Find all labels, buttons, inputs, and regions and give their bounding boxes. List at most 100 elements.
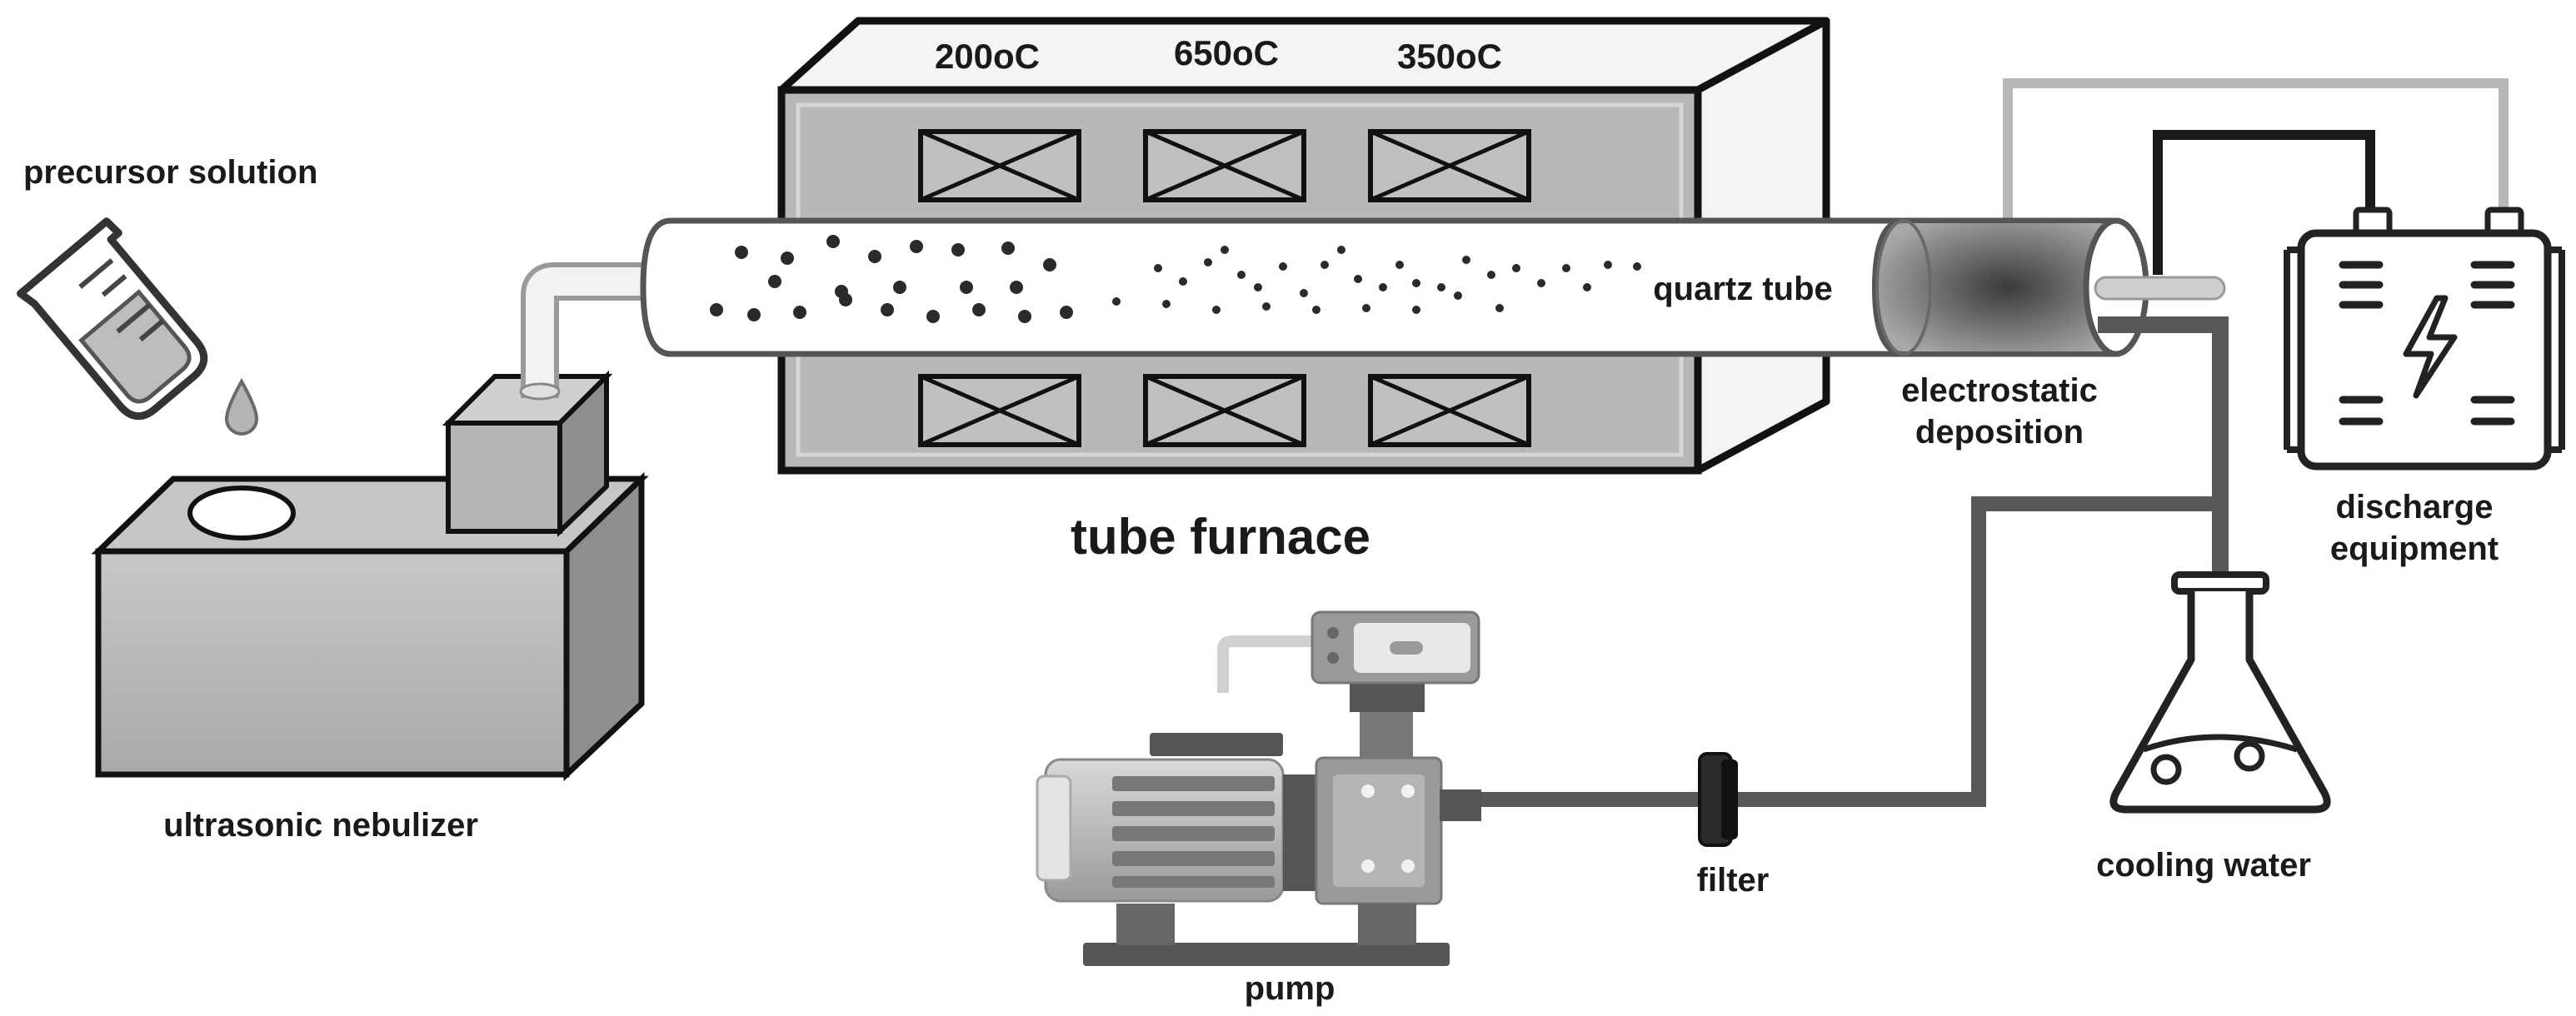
ultrasonic-nebulizer (91, 262, 660, 782)
particle (1221, 246, 1229, 254)
zone-unit: oC (993, 37, 1040, 76)
heater-top-2 (1143, 129, 1306, 202)
pump-pipe (1479, 496, 2220, 807)
particle (1537, 279, 1545, 287)
particle (1112, 297, 1121, 306)
particle (1001, 242, 1015, 255)
svg-text:200oC: 200oC (935, 37, 1040, 76)
tube-furnace-label: tube furnace (1071, 509, 1370, 565)
svg-text:350oC: 350oC (1397, 37, 1502, 76)
particle (910, 240, 923, 253)
zone-label-2: 650oC (1174, 33, 1279, 72)
particle (1454, 291, 1462, 300)
particle (710, 303, 723, 316)
particle (1512, 264, 1520, 272)
particle (1362, 304, 1370, 312)
particle (1300, 289, 1308, 297)
particle (881, 303, 894, 316)
particle (1060, 306, 1073, 319)
nebulizer-chamber (442, 370, 613, 538)
zone-label-1: 200oC (935, 37, 1040, 76)
particle (735, 246, 748, 259)
particle (793, 306, 806, 319)
quartz-tube-label: quartz tube (1653, 271, 1833, 307)
particle (1237, 271, 1246, 279)
particle (781, 252, 794, 265)
discharge-equipment-label-2: equipment (2330, 530, 2499, 567)
flask-icon (2109, 571, 2331, 814)
particle (1583, 283, 1591, 291)
particle (826, 235, 840, 248)
zone-label-3: 350oC (1397, 37, 1502, 76)
particle (1395, 261, 1404, 269)
particle (1010, 281, 1023, 294)
particle (1437, 283, 1445, 291)
wire-light (2003, 78, 2509, 221)
electrostatic-deposition-label-2: deposition (1915, 414, 2084, 451)
heater-bottom-3 (1368, 374, 1531, 447)
ultrasonic-nebulizer-label: ultrasonic nebulizer (163, 807, 478, 844)
particle (1320, 261, 1329, 269)
particle (1562, 264, 1570, 272)
particle (1212, 306, 1221, 314)
particle (1604, 261, 1612, 269)
zone-unit: oC (1455, 37, 1502, 76)
lightning-icon (2403, 295, 2458, 399)
particle (1043, 258, 1056, 271)
precursor-solution-label: precursor solution (23, 154, 317, 191)
particle (951, 243, 965, 256)
zone-temp: 200 (935, 37, 993, 76)
filter-icon (1698, 752, 1738, 847)
heater-top-1 (918, 129, 1081, 202)
heater-bottom-2 (1143, 374, 1306, 447)
particle (1633, 262, 1641, 271)
particle (893, 281, 906, 294)
particle (768, 275, 781, 288)
discharge-equipment-label-1: discharge (2336, 489, 2494, 525)
cooling-water-label: cooling water (2096, 847, 2311, 884)
particle (1262, 302, 1271, 311)
nebulizer-opening (187, 486, 296, 540)
pump-label: pump (1245, 970, 1335, 1007)
particle (926, 310, 940, 323)
quartz-tube (640, 217, 2149, 357)
particle (1254, 283, 1262, 291)
zone-unit: oC (1232, 33, 1279, 72)
zone-temp: 350 (1397, 37, 1455, 76)
battery-icon (2284, 207, 2565, 471)
drop-icon (224, 377, 259, 436)
particles (710, 235, 1641, 323)
particle (1312, 306, 1320, 314)
beaker-icon (17, 217, 208, 421)
electrostatic-deposition-label-1: electrostatic (1901, 372, 2098, 409)
filter-label: filter (1697, 862, 1770, 899)
particle (1154, 264, 1162, 272)
particle (1495, 304, 1504, 312)
svg-text:650oC: 650oC (1174, 33, 1279, 72)
particle (1179, 277, 1187, 286)
particle (1379, 283, 1387, 291)
particle (1204, 258, 1212, 266)
outlet-pipe (2098, 316, 2229, 575)
particle (1487, 271, 1495, 279)
particle (1162, 300, 1171, 308)
particle (1462, 256, 1470, 264)
zone-temp: 650 (1174, 33, 1232, 72)
particle (1279, 262, 1287, 271)
particle (1412, 279, 1420, 287)
particle (747, 308, 761, 321)
electrode (2094, 276, 2226, 301)
particle (1412, 306, 1420, 314)
particle (835, 285, 848, 298)
particle (1354, 275, 1362, 283)
heater-bottom-1 (918, 374, 1081, 447)
heater-top-3 (1368, 129, 1531, 202)
particle (972, 303, 986, 316)
particle (1337, 246, 1345, 254)
wire-dark (2153, 130, 2375, 275)
pump-icon (1036, 610, 1481, 966)
particle (1018, 310, 1031, 323)
particle (960, 281, 973, 294)
particle (868, 250, 881, 263)
